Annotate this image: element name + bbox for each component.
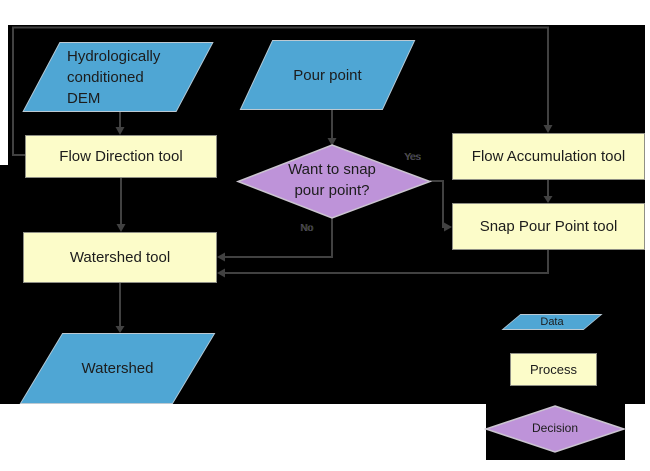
diagram-background-left-extension <box>0 165 9 404</box>
node-label: Snap Pour Point tool <box>479 218 618 235</box>
node-snap-pour-point-tool: Snap Pour Point tool <box>452 203 645 250</box>
node-flow-accumulation-tool: Flow Accumulation tool <box>452 133 645 180</box>
decision-diamond-shape <box>235 144 433 219</box>
node-label: Pour point <box>293 66 362 84</box>
node-pour-point: Pour point <box>239 40 416 110</box>
legend-item-process: Process <box>510 353 597 386</box>
edge-decision-yes-to-snappourpoint <box>430 180 444 228</box>
dem-label-line2: conditioned <box>67 68 144 86</box>
node-watershed-output: Watershed <box>19 333 216 404</box>
dem-label-line1: Hydrologically <box>67 47 161 65</box>
legend-item-decision: Decision <box>486 421 624 435</box>
node-watershed-tool: Watershed tool <box>23 232 217 283</box>
arrowhead-right-icon <box>444 222 452 232</box>
edge-label-no: No <box>300 223 313 234</box>
edge-snappourpoint-to-watershedtool <box>225 250 549 274</box>
decision-label-line1: Want to snap <box>288 161 376 178</box>
node-label: Hydrologically conditioned DEM <box>23 42 213 112</box>
arrowhead-down-icon <box>543 125 553 133</box>
arrowheads <box>115 125 553 333</box>
legend-process-label: Process <box>530 362 577 377</box>
legend-decision-label: Decision <box>531 421 579 435</box>
node-snap-decision-label: Want to snap pour point? <box>238 159 426 201</box>
arrowhead-left-icon <box>217 252 225 262</box>
legend-data-label: Data <box>540 316 564 328</box>
legend-item-data: Data <box>501 314 603 330</box>
arrowhead-down-icon <box>543 196 553 203</box>
node-flow-direction-tool: Flow Direction tool <box>25 135 217 178</box>
arrowhead-down-icon <box>116 224 126 232</box>
arrowhead-left-icon <box>217 268 225 278</box>
arrowhead-down-icon <box>115 326 125 333</box>
legend-decision-diamond-shape <box>483 405 627 453</box>
node-label: Flow Direction tool <box>59 148 183 165</box>
dem-label-line3: DEM <box>67 89 101 107</box>
node-label: Watershed <box>81 360 154 377</box>
node-label: Flow Accumulation tool <box>471 148 626 165</box>
decision-label-line2: pour point? <box>294 182 370 199</box>
node-label: Watershed tool <box>69 249 171 266</box>
edge-decision-no-to-watershedtool <box>225 218 333 258</box>
arrowhead-down-icon <box>115 127 125 135</box>
edge-label-yes: Yes <box>404 152 421 163</box>
node-hydrologically-conditioned-dem: Hydrologically conditioned DEM <box>22 42 214 112</box>
arrowhead-down-icon <box>327 138 337 146</box>
edge-flowdirection-to-flowaccumulation <box>12 26 549 156</box>
